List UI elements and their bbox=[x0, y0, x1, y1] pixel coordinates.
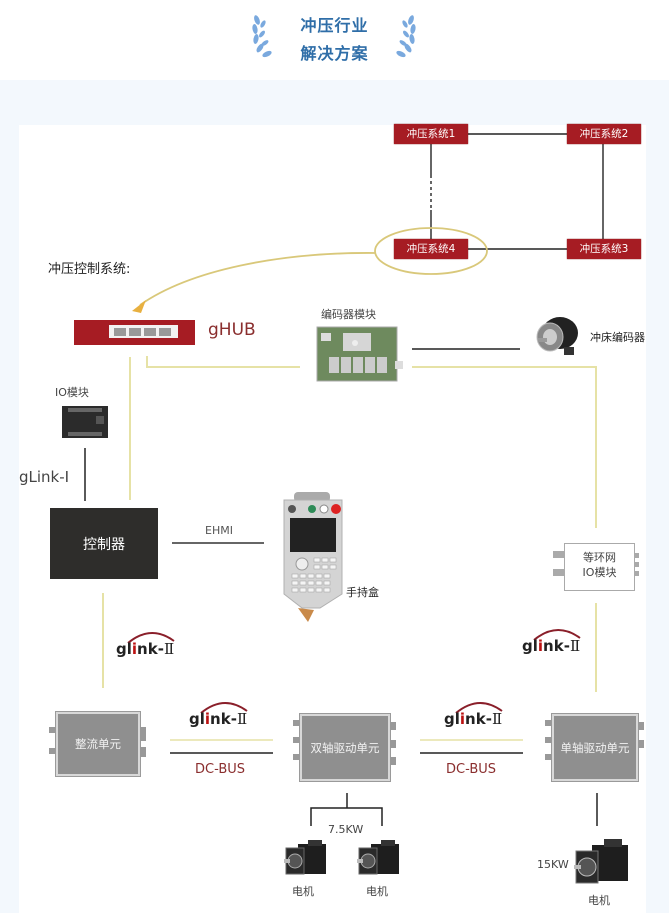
io-module-label: IO模块 bbox=[55, 386, 89, 399]
motor-label-3: 电机 bbox=[588, 894, 610, 907]
glink-text-i: i bbox=[459, 710, 466, 728]
pendant-label: 手持盒 bbox=[346, 586, 379, 599]
encoder-module-board-icon bbox=[316, 326, 403, 382]
motor-label-2: 电机 bbox=[366, 885, 388, 898]
ring-io-line2: IO模块 bbox=[582, 566, 617, 579]
link-encoder-ringio bbox=[412, 366, 597, 528]
glink-text-i: i bbox=[131, 640, 138, 658]
connector-tab-icon bbox=[638, 722, 644, 730]
dual-axis-drive-unit: 双轴驱动单元 bbox=[299, 713, 391, 782]
ethernet-port-icon bbox=[159, 328, 171, 336]
rectifier-unit: 整流单元 bbox=[55, 711, 141, 777]
glink-text: nk- bbox=[465, 710, 492, 728]
connector-tab-icon bbox=[638, 740, 644, 748]
connector-tab-icon bbox=[634, 553, 639, 558]
servo-motor-icon bbox=[357, 840, 399, 875]
connector-tab-icon bbox=[553, 551, 564, 558]
glink2-logo-rect-dual: glink-Ⅱ bbox=[189, 700, 269, 734]
glink-text: nk- bbox=[137, 640, 164, 658]
glink-arc-icon bbox=[533, 629, 581, 641]
connector-tab-icon bbox=[390, 740, 396, 748]
glink2-logo-dual-single: glink-Ⅱ bbox=[444, 700, 524, 734]
glink-roman: Ⅱ bbox=[236, 710, 248, 728]
glink-text: gl bbox=[189, 710, 205, 728]
glink-arc-icon bbox=[127, 632, 175, 644]
connector-tab-icon bbox=[545, 754, 552, 760]
ethernet-port-icon bbox=[144, 328, 156, 336]
connector-tab-icon bbox=[545, 737, 552, 743]
ghub-label: gHUB bbox=[208, 320, 256, 340]
ghub-port-panel bbox=[109, 325, 178, 338]
glink-text: gl bbox=[116, 640, 132, 658]
header: 冲压行业 解决方案 bbox=[0, 0, 669, 80]
header-title-line1: 冲压行业 bbox=[300, 16, 369, 35]
ethernet-port-icon bbox=[129, 328, 141, 336]
connector-tab-icon bbox=[390, 722, 396, 730]
laurel-right-icon bbox=[396, 15, 416, 58]
glink-arc-icon bbox=[200, 702, 248, 714]
glink-text-i: i bbox=[537, 637, 544, 655]
glink-arc-icon bbox=[455, 702, 503, 714]
press-system-4: 冲压系统4 bbox=[394, 239, 468, 259]
teach-pendant-icon bbox=[283, 492, 343, 622]
glink-text: nk- bbox=[210, 710, 237, 728]
connector-tab-icon bbox=[49, 748, 56, 754]
glink-text-i: i bbox=[204, 710, 211, 728]
dcbus-label-left: DC-BUS bbox=[195, 762, 246, 777]
highlight-ellipse bbox=[374, 227, 488, 275]
servo-motor-icon bbox=[284, 840, 326, 875]
connector-tab-icon bbox=[293, 737, 300, 743]
controller-box: 控制器 bbox=[50, 508, 158, 579]
link-ghub-encoder bbox=[146, 356, 300, 368]
connector-tab-icon bbox=[545, 720, 552, 726]
connector-tab-icon bbox=[140, 747, 146, 757]
link-dual-motors-bracket bbox=[310, 807, 383, 826]
glink2-logo-ringio: glink-Ⅱ bbox=[522, 627, 602, 661]
encoder-module-label: 编码器模块 bbox=[321, 308, 376, 321]
glink-roman: Ⅱ bbox=[569, 637, 581, 655]
header-title-line2: 解决方案 bbox=[300, 44, 369, 63]
control-system-label: 冲压控制系统: bbox=[48, 262, 131, 277]
single-axis-drive-unit: 单轴驱动单元 bbox=[551, 713, 639, 782]
ring-io-line1: 等环网 bbox=[583, 551, 616, 564]
connector-tab-icon bbox=[293, 754, 300, 760]
connector-tab-icon bbox=[553, 569, 564, 576]
press-encoder-icon bbox=[536, 317, 578, 355]
glink-text: gl bbox=[522, 637, 538, 655]
connector-tab-icon bbox=[140, 727, 146, 741]
dual-motor-power-label: 7.5KW bbox=[328, 823, 364, 836]
arrow-curve bbox=[139, 252, 377, 306]
ring-io-module-box: 等环网 IO模块 bbox=[564, 543, 635, 591]
laurel-left-icon bbox=[252, 15, 272, 58]
connector-tab-icon bbox=[634, 571, 639, 576]
motor-label-1: 电机 bbox=[292, 885, 314, 898]
connector-tab-icon bbox=[293, 720, 300, 726]
ethernet-port-icon bbox=[114, 328, 126, 336]
glink-roman: Ⅱ bbox=[163, 640, 175, 658]
press-encoder-label: 冲床编码器 bbox=[590, 331, 645, 344]
servo-motor-large-icon bbox=[574, 839, 628, 884]
ehmi-label: EHMI bbox=[205, 524, 233, 537]
connector-tab-icon bbox=[49, 727, 56, 733]
press-system-1: 冲压系统1 bbox=[394, 124, 468, 144]
connector-tab-icon bbox=[390, 757, 396, 765]
press-system-3: 冲压系统3 bbox=[567, 239, 641, 259]
arrow-head bbox=[132, 300, 146, 313]
glink-text: gl bbox=[444, 710, 460, 728]
connector-tab-icon bbox=[634, 562, 639, 567]
io-module-icon bbox=[62, 406, 108, 438]
glink-text: nk- bbox=[543, 637, 570, 655]
press-system-2: 冲压系统2 bbox=[567, 124, 641, 144]
glink1-label: gLink-I bbox=[19, 468, 70, 486]
glink2-logo-controller: glink-Ⅱ bbox=[116, 630, 196, 664]
dcbus-label-right: DC-BUS bbox=[446, 762, 497, 777]
ghub-device bbox=[74, 320, 195, 345]
single-motor-power-label: 15KW bbox=[537, 858, 569, 871]
glink-roman: Ⅱ bbox=[491, 710, 503, 728]
